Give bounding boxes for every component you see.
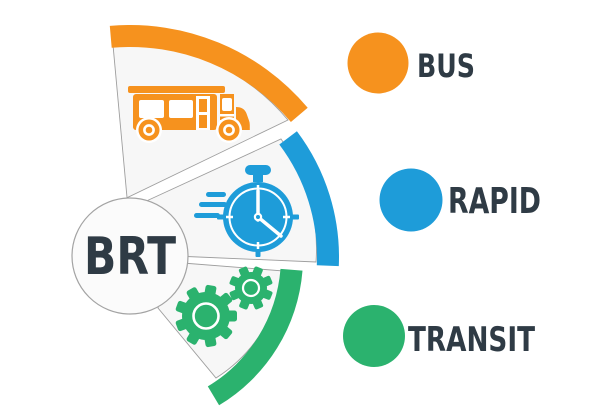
brt-badge-circle: [71, 197, 189, 315]
legend-label-transit: TRANSIT: [408, 320, 536, 360]
gear-small: [229, 266, 273, 310]
stopwatch-nub-left: [217, 214, 225, 220]
legend-dot-rapid: [379, 168, 443, 232]
legend-label-rapid: RAPID: [448, 181, 541, 222]
bus-door-panel-bottom: [199, 115, 207, 128]
transit-wedge-band: [207, 268, 303, 406]
gear-large-hole: [192, 302, 220, 330]
bus-hub-front: [143, 124, 155, 136]
stopwatch-nub-right: [291, 214, 299, 220]
bus-wheel-rear: [218, 119, 240, 141]
bus-window-1: [139, 100, 164, 118]
bus-cab-window: [222, 98, 232, 111]
legend-dot-bus: [347, 32, 409, 94]
gear-large: [175, 284, 237, 348]
bus-cab-seam-1: [220, 114, 234, 117]
bus-roof: [128, 86, 225, 93]
bus-wheel-front: [138, 119, 160, 141]
stopwatch-hour-hand: [256, 215, 283, 238]
legend: BUS RAPID TRANSIT: [343, 32, 541, 367]
legend-dot-transit: [343, 305, 405, 367]
brt-badge-text: BRT: [84, 227, 176, 287]
stopwatch-icon: [194, 165, 299, 257]
bus-hub-rear: [223, 124, 235, 136]
speed-line-1: [206, 192, 226, 197]
legend-label-bus: BUS: [417, 47, 475, 85]
speed-line-3: [194, 213, 220, 218]
bus-window-2: [169, 100, 193, 118]
bus-wedge-band: [109, 25, 308, 122]
stopwatch-center-dot-inner: [256, 215, 260, 219]
bus-icon: [128, 86, 250, 143]
stopwatch-button: [245, 165, 271, 175]
stopwatch-stem: [253, 174, 263, 182]
rapid-wedge-band: [279, 131, 339, 267]
stopwatch-ticks: [226, 185, 290, 249]
gears-icon: [175, 266, 273, 348]
speed-line-2: [199, 202, 227, 207]
bus-door-panel-top: [199, 99, 207, 112]
gear-small-hole: [241, 278, 261, 298]
